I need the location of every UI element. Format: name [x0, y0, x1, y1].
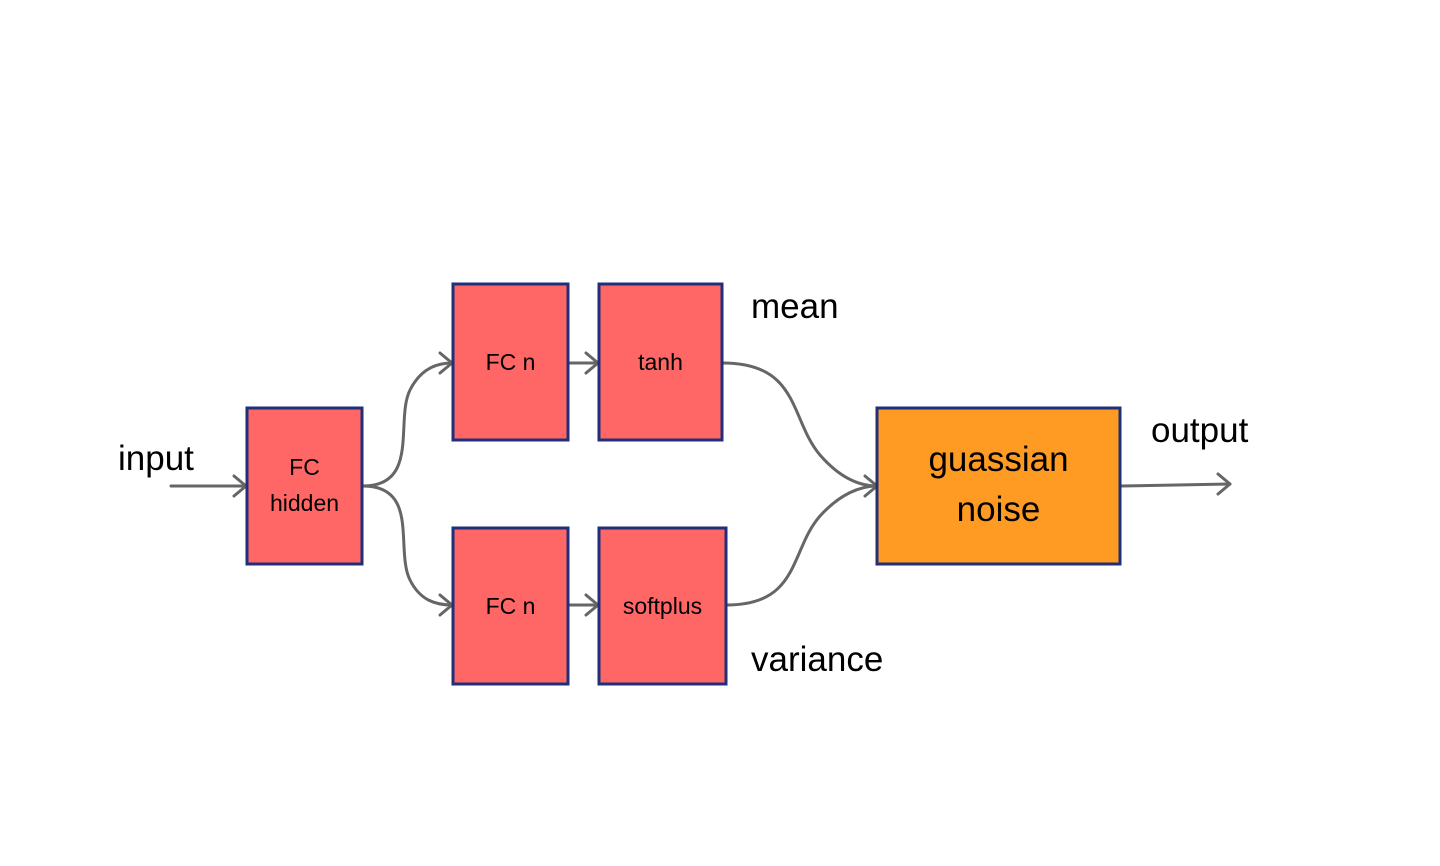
- tanh-label: tanh: [638, 349, 683, 375]
- tanh-box: [597, 282, 724, 442]
- edge-fc-hidden-to-fc-n-bottom: [361, 484, 454, 607]
- gaussian-noise-label-line1: guassian: [928, 440, 1068, 479]
- fc-hidden-label-line1: FC: [289, 454, 320, 480]
- softplus-box: [597, 526, 728, 686]
- fc-n-top-box: [451, 282, 570, 442]
- variance-label: variance: [751, 640, 883, 679]
- node-fc-n-top: FC n: [451, 282, 570, 442]
- node-softplus: softplus: [597, 526, 728, 686]
- node-fc-n-bottom: FC n: [451, 526, 570, 686]
- edge-gaussian-noise-to-output: [1119, 482, 1232, 488]
- edge-fc-hidden-to-fc-n-top: [361, 361, 454, 488]
- node-tanh: tanh: [597, 282, 724, 442]
- softplus-label: softplus: [623, 593, 702, 619]
- edge-tanh-to-gaussian-noise: [721, 361, 879, 488]
- node-fc-hidden: FC hidden: [245, 406, 364, 566]
- node-gaussian-noise: guassian noise: [875, 406, 1122, 566]
- output-label: output: [1151, 411, 1249, 450]
- fc-n-bottom-box: [451, 526, 570, 686]
- fc-hidden-box: [245, 406, 364, 566]
- arrowhead-output: [1216, 472, 1232, 496]
- gaussian-noise-label-line2: noise: [957, 490, 1041, 529]
- fc-n-top-label: FC n: [486, 349, 536, 375]
- edge-softplus-to-gaussian-noise: [725, 484, 879, 607]
- mean-label: mean: [751, 287, 839, 326]
- fc-hidden-label-line2: hidden: [270, 490, 339, 516]
- fc-n-bottom-label: FC n: [486, 593, 536, 619]
- gaussian-noise-box: [875, 406, 1122, 566]
- input-label: input: [118, 439, 194, 478]
